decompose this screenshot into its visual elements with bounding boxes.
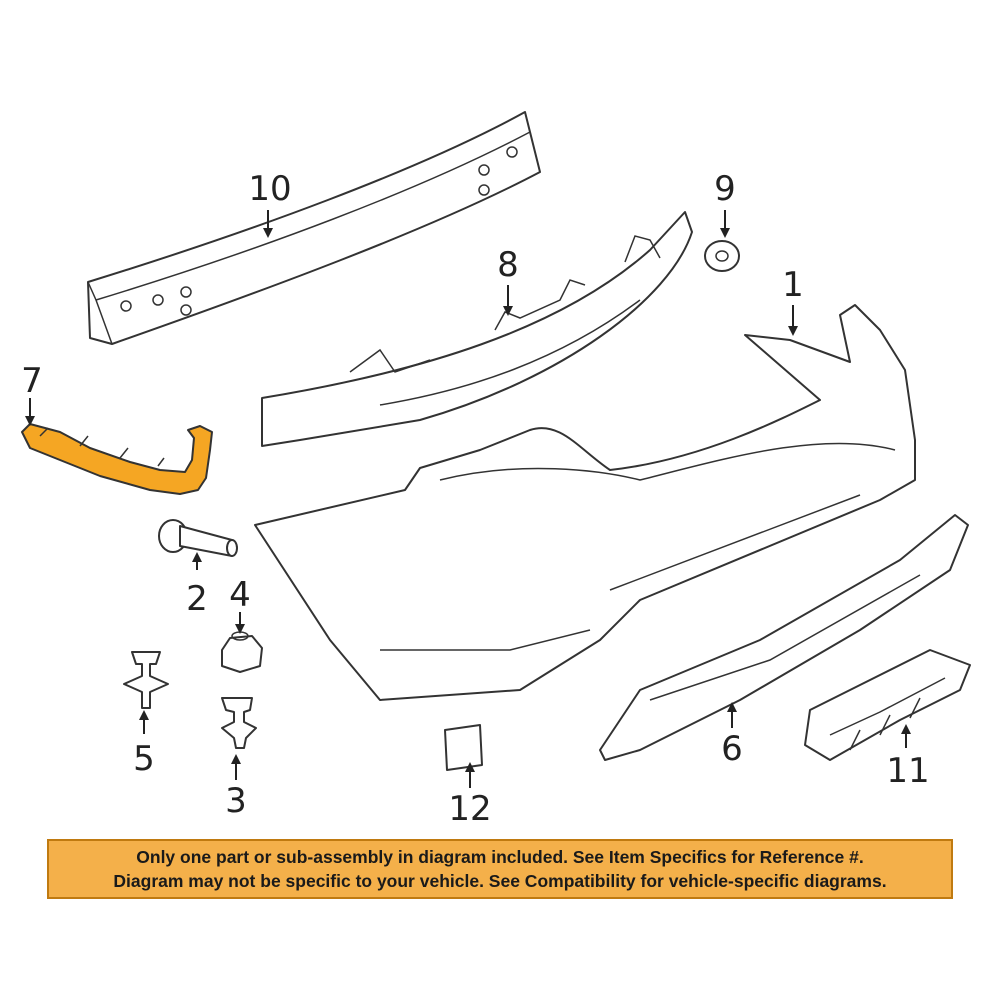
- callout-3: 3: [225, 781, 247, 821]
- part-6-lower-valance: [599, 514, 969, 761]
- part-7-bumper-bracket-highlighted: [21, 423, 213, 495]
- part-4-nut: [221, 631, 263, 673]
- callout-8: 8: [497, 245, 519, 285]
- callout-10: 10: [248, 169, 291, 209]
- part-2-bolt: [158, 519, 238, 557]
- callout-4: 4: [229, 575, 251, 615]
- part-12-plug: [444, 724, 483, 771]
- leader-lines: [25, 210, 911, 788]
- callout-6: 6: [721, 729, 743, 769]
- part-9-washer: [704, 240, 740, 272]
- disclaimer-line-2: Diagram may not be specific to your vehi…: [113, 871, 887, 891]
- part-10-reinforcement-beam: [87, 111, 541, 345]
- callout-2: 2: [186, 579, 208, 619]
- callout-5: 5: [133, 739, 155, 779]
- callout-labels: 10 9 8 1 7 2 4 5 3 6 11 12: [21, 169, 929, 829]
- callout-1: 1: [782, 265, 804, 305]
- callout-9: 9: [714, 169, 736, 209]
- part-8-energy-absorber: [261, 211, 693, 447]
- disclaimer-banner: Only one part or sub-assembly in diagram…: [47, 839, 953, 899]
- part-11-bracket: [804, 649, 971, 761]
- callout-12: 12: [448, 789, 491, 829]
- disclaimer-line-1: Only one part or sub-assembly in diagram…: [136, 847, 864, 867]
- part-5-push-clip: [123, 651, 169, 709]
- callout-7: 7: [21, 361, 43, 401]
- part-3-push-clip: [221, 697, 257, 749]
- callout-11: 11: [886, 751, 929, 791]
- part-1-bumper-cover: [254, 304, 916, 701]
